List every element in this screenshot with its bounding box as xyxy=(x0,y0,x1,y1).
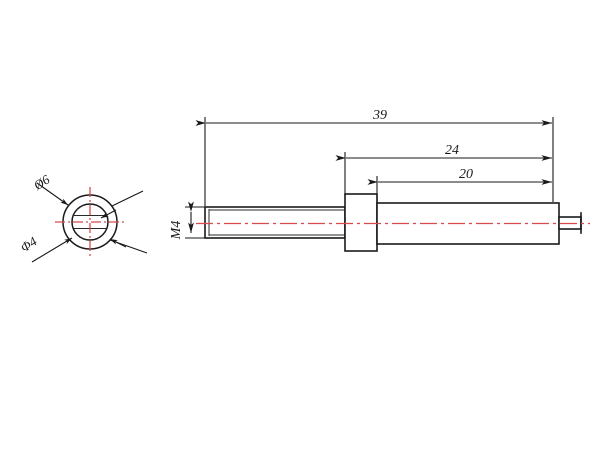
side-view-group: M4 39 24 20 xyxy=(169,108,590,252)
inner-diameter-arrow-inner xyxy=(109,238,127,248)
outer-circle xyxy=(62,194,118,250)
threaded-shaft-body xyxy=(204,206,346,239)
end-view-group: Ø6 Φ4 xyxy=(18,171,148,263)
outer-diameter-arrow-inner xyxy=(100,209,117,219)
shaft-to-end-label: 20 xyxy=(459,167,473,182)
inner-diameter-label: Φ4 xyxy=(18,233,40,255)
overall-length-label: 39 xyxy=(372,108,387,123)
collar-flange xyxy=(344,193,378,252)
outer-diameter-leader xyxy=(36,182,69,206)
thread-size-label: M4 xyxy=(169,221,184,241)
inner-circle xyxy=(71,203,109,241)
inner-diameter-leader xyxy=(31,237,73,263)
collar-to-end-label: 24 xyxy=(445,143,459,158)
outer-diameter-leader-tail xyxy=(111,190,144,207)
outer-diameter-label: Ø6 xyxy=(30,171,53,193)
